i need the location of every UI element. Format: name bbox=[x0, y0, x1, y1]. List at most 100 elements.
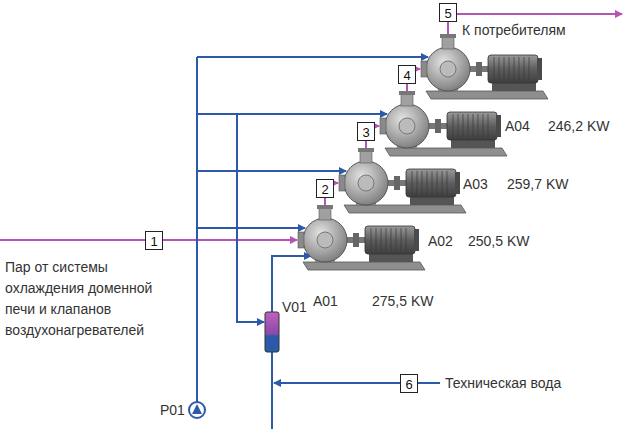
inlet-flange bbox=[380, 118, 386, 134]
callout-box: 4 bbox=[398, 65, 416, 84]
outlet-neck bbox=[360, 151, 372, 163]
motor-fin bbox=[381, 228, 382, 252]
outlet-flange bbox=[399, 91, 415, 95]
water-pipe bbox=[237, 114, 264, 322]
motor-cap bbox=[455, 172, 460, 194]
callout-number: 1 bbox=[150, 234, 157, 249]
base-frame bbox=[385, 148, 507, 156]
callout-number: 2 bbox=[321, 182, 328, 197]
base-frame bbox=[426, 91, 548, 99]
motor-fin bbox=[463, 114, 464, 138]
motor-cap bbox=[496, 115, 501, 137]
motor-fin bbox=[406, 228, 407, 252]
inlet-flange bbox=[298, 232, 304, 248]
source-note: Пар от системы охлаждения доменной печи … bbox=[5, 257, 165, 341]
blower-unit bbox=[339, 148, 466, 213]
motor-fin bbox=[432, 171, 433, 195]
outlet-neck bbox=[319, 208, 331, 220]
motor-fin bbox=[494, 57, 495, 81]
motor-fin bbox=[376, 228, 377, 252]
callout-box: 6 bbox=[400, 374, 418, 393]
motor-fin bbox=[499, 57, 500, 81]
motor-fin bbox=[473, 114, 474, 138]
blower-casing bbox=[426, 47, 470, 91]
water-pipe bbox=[197, 170, 346, 172]
consumer-label: К потребителям bbox=[462, 22, 566, 39]
motor-fin bbox=[524, 57, 525, 81]
callout-number: 6 bbox=[405, 377, 412, 392]
blower-unit bbox=[298, 205, 425, 270]
motor-fin bbox=[442, 171, 443, 195]
power-value: 259,7 KW bbox=[507, 176, 568, 193]
motor-fin bbox=[468, 114, 469, 138]
water-pipe bbox=[196, 57, 198, 402]
pump-symbol bbox=[189, 402, 205, 418]
motor-fin bbox=[396, 228, 397, 252]
power-value: 275,5 KW bbox=[372, 293, 433, 310]
motor-body bbox=[447, 112, 497, 140]
motor-fin bbox=[478, 114, 479, 138]
vessel-name: V01 bbox=[282, 299, 307, 316]
impeller-hub bbox=[358, 175, 374, 191]
motor-fin bbox=[514, 57, 515, 81]
motor-fin bbox=[422, 171, 423, 195]
power-value: 246,2 KW bbox=[548, 118, 609, 135]
base-frame bbox=[303, 262, 425, 270]
pump-triangle bbox=[192, 404, 202, 414]
motor-cap bbox=[414, 229, 419, 251]
motor-body bbox=[406, 169, 456, 197]
motor-fin bbox=[504, 57, 505, 81]
callout-box: 5 bbox=[439, 3, 457, 22]
motor-fin bbox=[391, 228, 392, 252]
coupling bbox=[353, 233, 359, 247]
unit-name: A02 bbox=[428, 233, 453, 250]
motor-fin bbox=[386, 228, 387, 252]
motor-cap bbox=[537, 58, 542, 80]
outlet-neck bbox=[442, 37, 454, 49]
inlet-flange bbox=[339, 175, 345, 191]
power-value: 250,5 KW bbox=[468, 233, 529, 250]
coupling bbox=[394, 176, 400, 190]
motor-fin bbox=[412, 171, 413, 195]
outlet-neck bbox=[401, 94, 413, 106]
motor-fin bbox=[417, 171, 418, 195]
water-pipe bbox=[197, 113, 387, 115]
unit-name: A01 bbox=[313, 293, 338, 310]
motor-fin bbox=[488, 114, 489, 138]
water-pipe bbox=[197, 56, 428, 58]
motor-fin bbox=[458, 114, 459, 138]
motor-fin bbox=[427, 171, 428, 195]
pipe-network bbox=[0, 14, 622, 429]
impeller-hub bbox=[399, 118, 415, 134]
coupling bbox=[435, 119, 441, 133]
callout-box: 1 bbox=[145, 231, 163, 250]
callout-number: 5 bbox=[444, 6, 451, 21]
blower-units bbox=[298, 34, 548, 270]
motor-fin bbox=[447, 171, 448, 195]
motor-fin bbox=[529, 57, 530, 81]
blower-casing bbox=[385, 104, 429, 148]
callout-number: 3 bbox=[362, 125, 369, 140]
unit-name: A03 bbox=[463, 176, 488, 193]
vessel-body bbox=[265, 312, 279, 352]
water-label: Техническая вода bbox=[445, 375, 561, 392]
motor-fin bbox=[437, 171, 438, 195]
coupling bbox=[476, 62, 482, 76]
callout-box: 2 bbox=[316, 179, 334, 198]
motor-fin bbox=[519, 57, 520, 81]
motor-fin bbox=[483, 114, 484, 138]
motor-fin bbox=[371, 228, 372, 252]
callout-box: 3 bbox=[357, 122, 375, 141]
impeller-hub bbox=[440, 61, 456, 77]
blower-unit bbox=[380, 91, 507, 156]
motor-body bbox=[365, 226, 415, 254]
base-frame bbox=[344, 205, 466, 213]
outlet-flange bbox=[317, 205, 333, 209]
water-pipe bbox=[271, 352, 273, 429]
outlet-flange bbox=[358, 148, 374, 152]
inlet-flange bbox=[421, 61, 427, 77]
outlet-flange bbox=[440, 34, 456, 38]
unit-name: A04 bbox=[505, 118, 530, 135]
motor-fin bbox=[509, 57, 510, 81]
